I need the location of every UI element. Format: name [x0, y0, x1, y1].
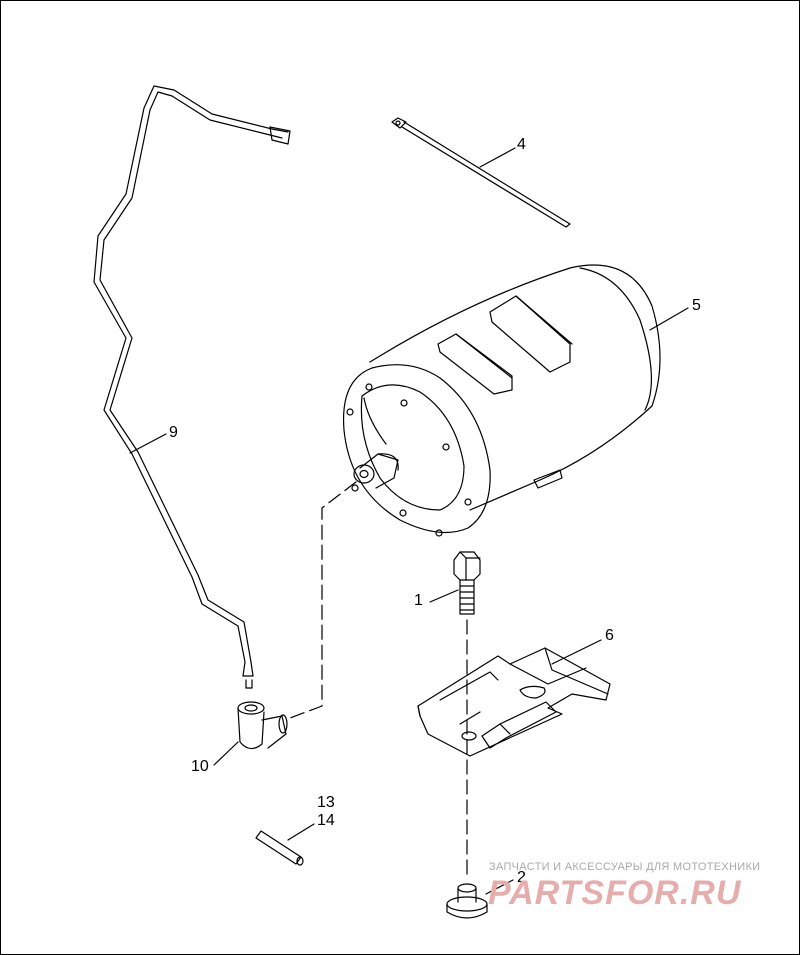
part-1-bolt[interactable] [453, 551, 481, 615]
leader-lines [129, 147, 689, 895]
callout-4: 4 [517, 136, 526, 153]
part-13-14-pin[interactable] [255, 830, 304, 866]
callout-2: 2 [517, 869, 526, 886]
watermark-logo: PARTSFOR.RU [488, 874, 742, 912]
watermark-tagline: ЗАПЧАСТИ И АКСЕССУАРЫ ДЛЯ МОТОТЕХНИКИ [489, 861, 761, 873]
part-2-cap-nut[interactable] [446, 883, 488, 919]
part-10-elbow-fitting[interactable] [237, 701, 288, 750]
part-6-mounting-bracket[interactable] [417, 647, 611, 757]
callout-14: 14 [317, 812, 335, 829]
part-9-vent-tube[interactable] [93, 85, 291, 689]
part-5-canister[interactable] [342, 264, 661, 537]
part-4-cable-strap[interactable] [391, 117, 571, 228]
callout-9: 9 [169, 424, 178, 441]
callout-1: 1 [414, 592, 423, 609]
callout-6: 6 [605, 627, 614, 644]
assembly-line-canister-to-elbow [289, 481, 357, 719]
callout-10: 10 [191, 758, 209, 775]
callout-5: 5 [692, 297, 701, 314]
callout-13: 13 [317, 794, 335, 811]
